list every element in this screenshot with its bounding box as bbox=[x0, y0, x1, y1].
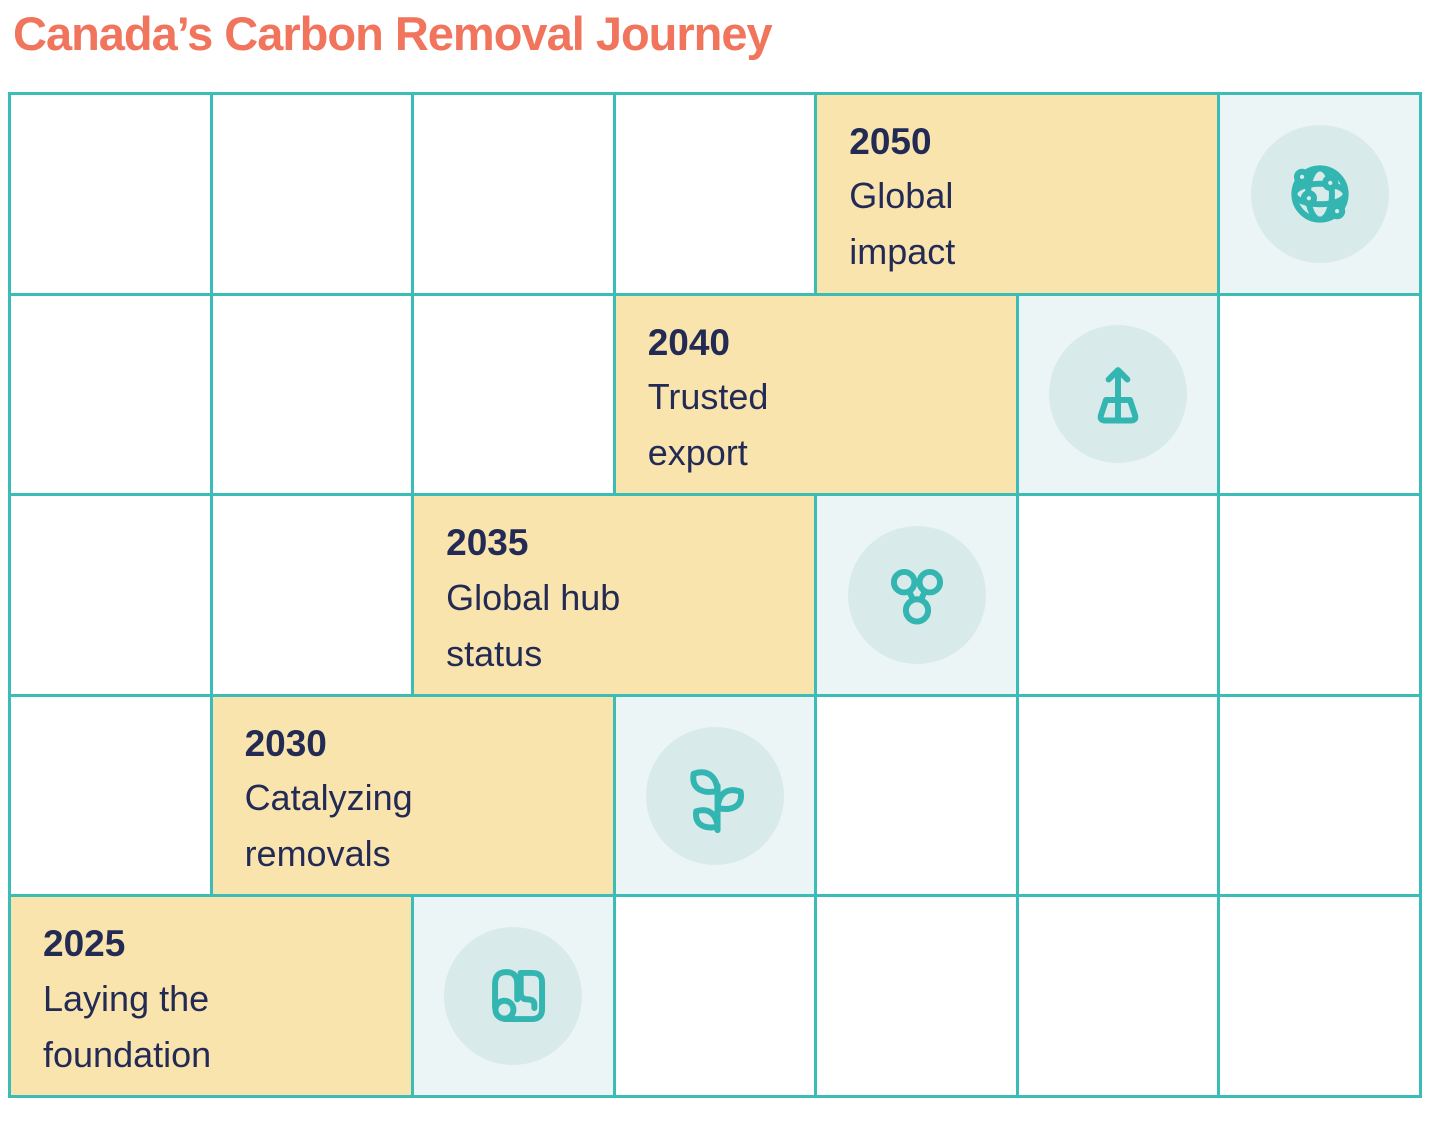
milestone-year: 2050 bbox=[849, 121, 932, 162]
empty-cell bbox=[1018, 696, 1218, 895]
empty-cell bbox=[615, 897, 815, 1095]
empty-cell bbox=[414, 295, 613, 494]
icon-circle bbox=[1049, 325, 1188, 464]
milestone-cell-2035: 2035 Global hub status bbox=[414, 496, 815, 694]
milestone-label: Global impact bbox=[849, 175, 956, 273]
empty-cell bbox=[212, 496, 412, 694]
empty-cell bbox=[1220, 696, 1419, 895]
empty-cell bbox=[615, 95, 815, 293]
empty-cell bbox=[817, 696, 1016, 895]
blueprint-roll-icon bbox=[492, 969, 546, 1023]
icon-cell-2050 bbox=[1220, 95, 1419, 293]
empty-cell bbox=[212, 295, 412, 494]
empty-cell bbox=[1018, 897, 1218, 1095]
icon-circle bbox=[645, 726, 784, 865]
network-hub-icon bbox=[890, 568, 943, 625]
empty-cell bbox=[1220, 897, 1419, 1095]
icon-cell-2025 bbox=[414, 897, 613, 1095]
milestone-cell-2040: 2040 Trusted export bbox=[615, 295, 1016, 494]
empty-cell bbox=[11, 95, 210, 293]
milestone-label: Global hub status bbox=[446, 576, 621, 674]
milestone-cell-2030: 2030 Catalyzing removals bbox=[212, 696, 613, 895]
milestone-year: 2040 bbox=[647, 321, 731, 363]
milestone-year: 2030 bbox=[244, 722, 327, 764]
milestone-label: Laying the foundation bbox=[43, 977, 212, 1075]
milestone-year: 2035 bbox=[446, 522, 529, 564]
page-title: Canada’s Carbon Removal Journey bbox=[13, 7, 773, 60]
icon-cell-2040 bbox=[1018, 295, 1218, 494]
empty-cell bbox=[414, 95, 613, 293]
icon-circle bbox=[444, 927, 583, 1066]
journey-staircase-grid: 2050 Global impact 2040 Trusted export bbox=[8, 92, 1422, 1098]
icon-circle bbox=[1250, 124, 1389, 263]
icon-circle bbox=[847, 525, 986, 664]
empty-cell bbox=[817, 897, 1016, 1095]
export-arrow-icon bbox=[1097, 367, 1139, 424]
empty-cell bbox=[11, 295, 210, 494]
milestone-cell-2050: 2050 Global impact bbox=[817, 95, 1218, 293]
icon-cell-2030 bbox=[615, 696, 815, 895]
empty-cell bbox=[11, 496, 210, 694]
empty-cell bbox=[11, 696, 210, 895]
empty-cell bbox=[1220, 295, 1419, 494]
globe-network-icon bbox=[1291, 165, 1349, 223]
milestone-label: Trusted export bbox=[647, 375, 769, 473]
icon-cell-2035 bbox=[817, 496, 1016, 694]
milestone-cell-2025: 2025 Laying the foundation bbox=[11, 897, 412, 1095]
milestone-year: 2025 bbox=[43, 923, 126, 965]
empty-cell bbox=[1018, 496, 1218, 694]
empty-cell bbox=[212, 95, 412, 293]
milestone-label: Catalyzing removals bbox=[244, 777, 413, 875]
empty-cell bbox=[1220, 496, 1419, 694]
seedling-icon bbox=[690, 768, 744, 833]
